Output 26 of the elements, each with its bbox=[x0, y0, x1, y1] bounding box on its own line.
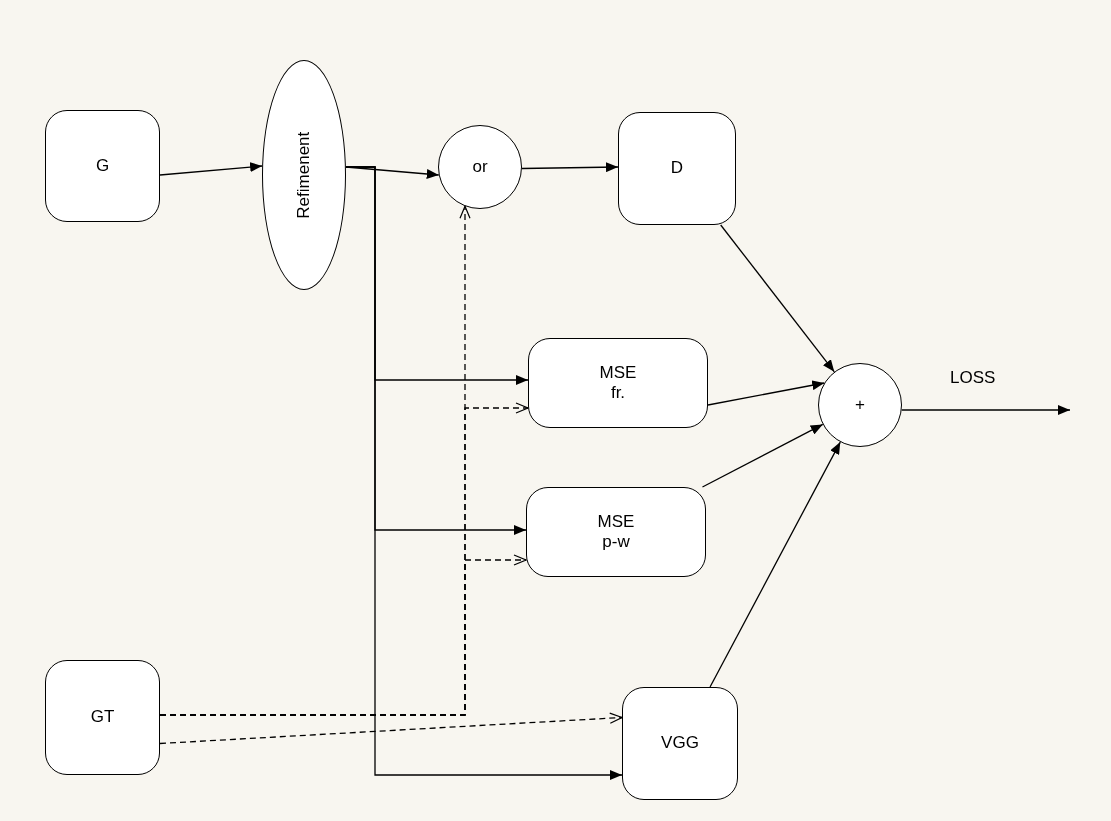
arrow bbox=[709, 441, 841, 688]
process-box bbox=[622, 687, 738, 800]
arrow bbox=[720, 224, 835, 373]
process-box bbox=[526, 487, 706, 577]
node-label: MSE fr. bbox=[598, 362, 638, 404]
node-label: D bbox=[670, 158, 684, 179]
node-label: Refimenent bbox=[293, 131, 314, 219]
node-label: G bbox=[95, 155, 110, 177]
arrow bbox=[159, 162, 263, 176]
arrow bbox=[707, 380, 825, 406]
arrow bbox=[701, 423, 824, 488]
arrow bbox=[345, 166, 623, 780]
arrow bbox=[159, 712, 623, 745]
node-label: MSE p-w bbox=[596, 511, 636, 553]
process-box bbox=[45, 660, 160, 775]
arrow bbox=[159, 554, 527, 716]
process-box bbox=[618, 112, 736, 225]
node-label: GT bbox=[90, 707, 115, 728]
arrow bbox=[901, 405, 1071, 415]
arrow bbox=[521, 162, 619, 173]
process-box bbox=[528, 338, 708, 428]
node-label: or bbox=[472, 156, 488, 178]
node-label: VGG bbox=[661, 733, 699, 754]
node-label: + bbox=[855, 394, 865, 416]
sum-circle bbox=[818, 363, 902, 447]
process-box bbox=[45, 110, 160, 222]
